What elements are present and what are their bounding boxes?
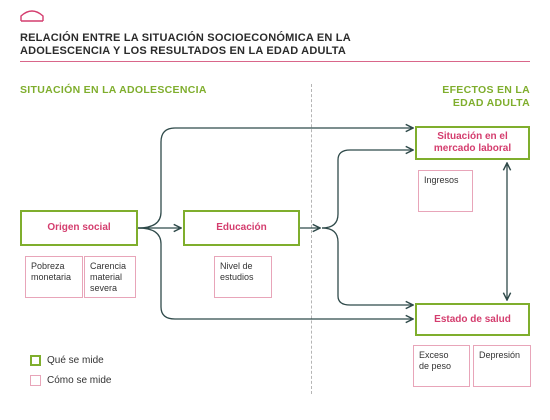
measure-nivel-line-1: Nivel de [220,261,253,271]
measure-pobreza-line-1: Pobreza [31,261,65,271]
box-estado-salud: Estado de salud [415,303,530,336]
box-mercado-laboral: Situación en el mercado laboral [415,126,530,160]
page-title: RELACIÓN ENTRE LA SITUACIÓN SOCIOECONÓMI… [20,32,540,58]
measure-carencia-line-2: material [90,272,123,282]
section-adulthood: EFECTOS EN LA EDAD ADULTA [410,84,530,110]
box-origen-social: Origen social [20,210,138,246]
measure-depresion: Depresión [473,345,531,387]
section-adulthood-line-1: EFECTOS EN LA [442,84,530,96]
legend-how: Cómo se mide [30,375,111,386]
box-educacion: Educación [183,210,300,246]
arrow-educacion-salud [321,227,413,305]
legend-green-swatch [30,355,41,366]
measure-nivel-estudios: Nivel de estudios [214,256,272,298]
title-line-2: ADOLESCENCIA Y LOS RESULTADOS EN LA EDAD… [20,45,346,57]
legend-how-label: Cómo se mide [47,375,112,386]
measure-ingresos: Ingresos [418,170,473,212]
measure-exceso-line-2: de peso [419,361,452,371]
measure-pobreza-line-2: monetaria [31,272,72,282]
title-divider [20,61,530,62]
arrow-origen-salud [137,227,413,319]
legend-pink-swatch [30,375,41,386]
arrow-origen-trabajo [137,128,413,229]
measure-nivel-line-2: estudios [220,272,254,282]
measure-carencia-material: Carencia material severa [84,256,136,298]
legend-measured: Qué se mide [30,355,104,366]
arch-logo-icon [20,10,44,22]
legend-measured-label: Qué se mide [47,355,104,366]
measure-pobreza-monetaria: Pobreza monetaria [25,256,83,298]
measure-exceso-line-1: Exceso [419,350,449,360]
title-line-1: RELACIÓN ENTRE LA SITUACIÓN SOCIOECONÓMI… [20,32,351,44]
section-adolescence: SITUACIÓN EN LA ADOLESCENCIA [20,84,207,96]
section-adulthood-line-2: EDAD ADULTA [452,97,530,109]
measure-exceso-peso: Exceso de peso [413,345,470,387]
arrow-educacion-trabajo [321,150,413,229]
box-mercado-laboral-line-2: mercado laboral [433,143,512,154]
box-mercado-laboral-line-1: Situación en el [437,131,508,142]
section-divider [311,84,312,394]
measure-carencia-line-3: severa [90,283,118,293]
measure-carencia-line-1: Carencia [90,261,127,271]
